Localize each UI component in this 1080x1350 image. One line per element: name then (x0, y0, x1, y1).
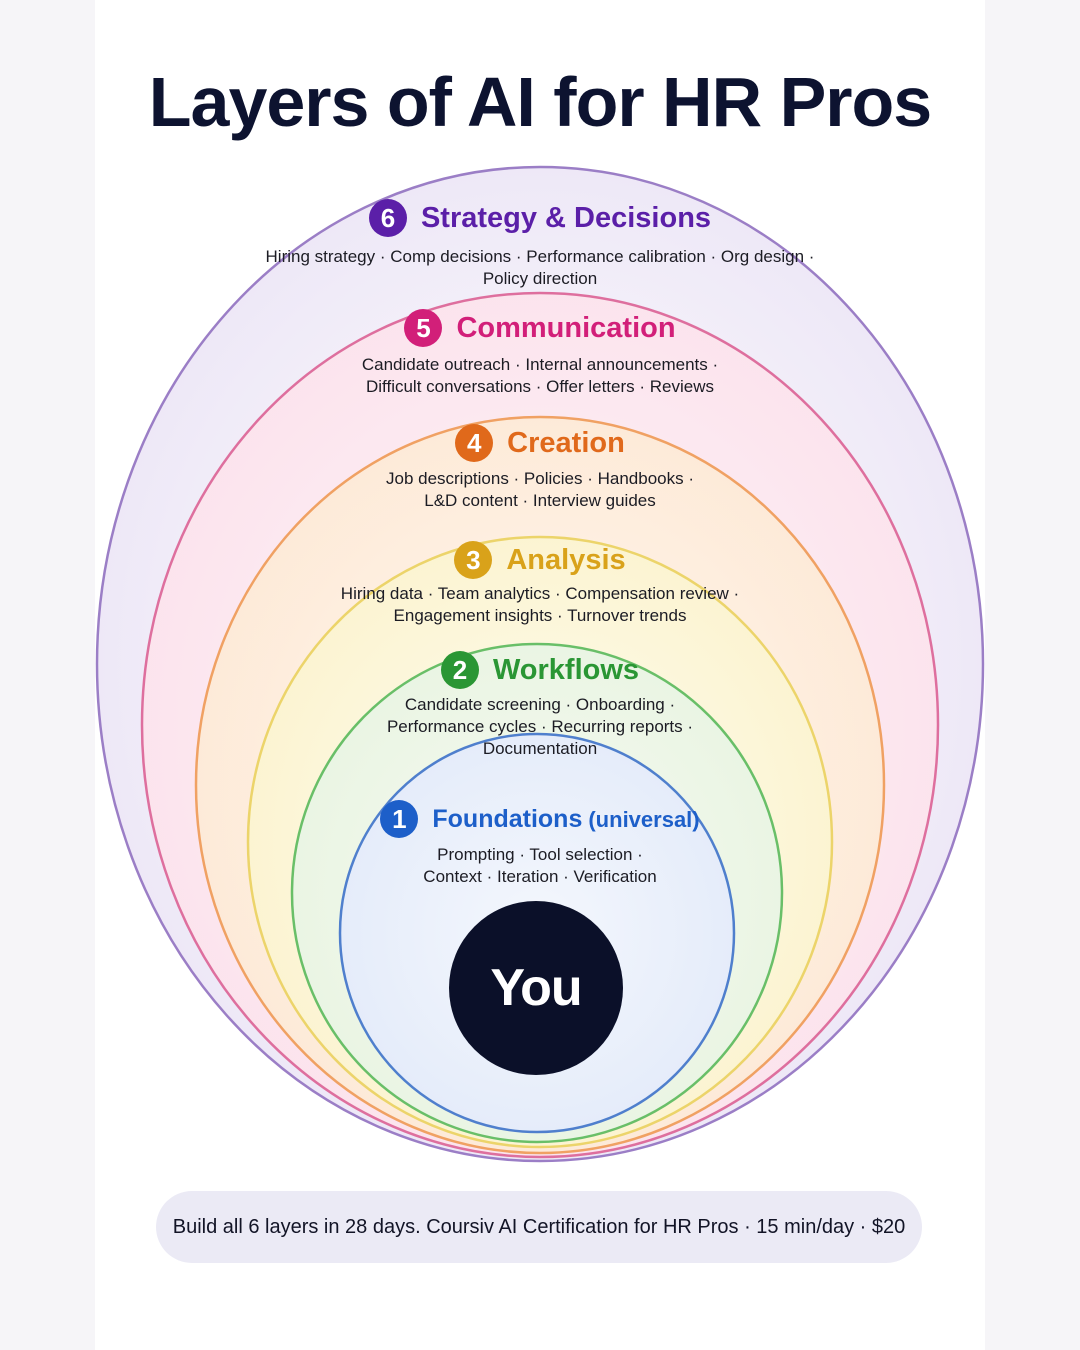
layer-1-header: 1 Foundations(universal) (0, 800, 1080, 838)
layer-6-items: Hiring strategy · Comp decisions · Perfo… (0, 246, 1080, 290)
layer-4-name: Creation (507, 426, 625, 459)
layer-2-items-line: Candidate screening · Onboarding · (404, 695, 676, 714)
layer-6-number-badge: 6 (368, 199, 407, 237)
layer-5-items-line: Difficult conversations · Offer letters … (366, 377, 714, 396)
layer-3-items-line: Hiring data · Team analytics · Compensat… (340, 584, 740, 603)
layer-6-items-line: Policy direction (482, 269, 598, 288)
layer-1-note: (universal) (588, 806, 700, 832)
layer-6-name: Strategy & Decisions (420, 201, 712, 234)
layer-3-header: 3 Analysis (0, 541, 1080, 579)
layer-2-items-line: Performance cycles · Recurring reports · (386, 717, 694, 736)
layer-1-items-line: Prompting · Tool selection · (437, 845, 643, 864)
layer-2-items: Candidate screening · Onboarding · Perfo… (0, 694, 1080, 760)
layer-3-name: Analysis (506, 543, 626, 576)
footer-banner: Build all 6 layers in 28 days. Coursiv A… (156, 1191, 922, 1263)
layer-1-number-badge: 1 (380, 800, 419, 838)
page-title: Layers of AI for HR Pros (148, 63, 932, 141)
layer-4-items-line: Job descriptions · Policies · Handbooks … (385, 469, 695, 488)
layer-5-items: Candidate outreach · Internal announceme… (0, 354, 1080, 398)
layer-2-name: Workflows (492, 653, 640, 686)
layer-2-number-badge: 2 (440, 651, 479, 689)
center-you-circle: You (449, 901, 623, 1075)
layer-2-items-line: Documentation (482, 739, 598, 758)
layer-2-header: 2 Workflows (0, 651, 1080, 689)
layer-4-items: Job descriptions · Policies · Handbooks … (0, 468, 1080, 512)
layer-3-items: Hiring data · Team analytics · Compensat… (0, 583, 1080, 627)
layer-1-items: Prompting · Tool selection · Context · I… (0, 844, 1080, 888)
layer-5-name: Communication (456, 311, 676, 344)
layer-6-header: 6 Strategy & Decisions (0, 199, 1080, 237)
layer-3-items-line: Engagement insights · Turnover trends (393, 606, 687, 625)
layer-5-number-badge: 5 (404, 309, 443, 347)
footer-text: Build all 6 layers in 28 days. Coursiv A… (172, 1215, 906, 1238)
layer-4-items-line: L&D content · Interview guides (424, 491, 656, 510)
layer-1-items-line: Context · Iteration · Verification (423, 867, 657, 886)
layer-4-number-badge: 4 (455, 424, 494, 462)
layer-6-items-line: Hiring strategy · Comp decisions · Perfo… (265, 247, 815, 266)
layer-5-items-line: Candidate outreach · Internal announceme… (361, 355, 719, 374)
layer-4-header: 4 Creation (0, 424, 1080, 462)
layer-1-name: Foundations (432, 804, 583, 833)
layer-5-header: 5 Communication (0, 309, 1080, 347)
layer-3-number-badge: 3 (454, 541, 493, 579)
